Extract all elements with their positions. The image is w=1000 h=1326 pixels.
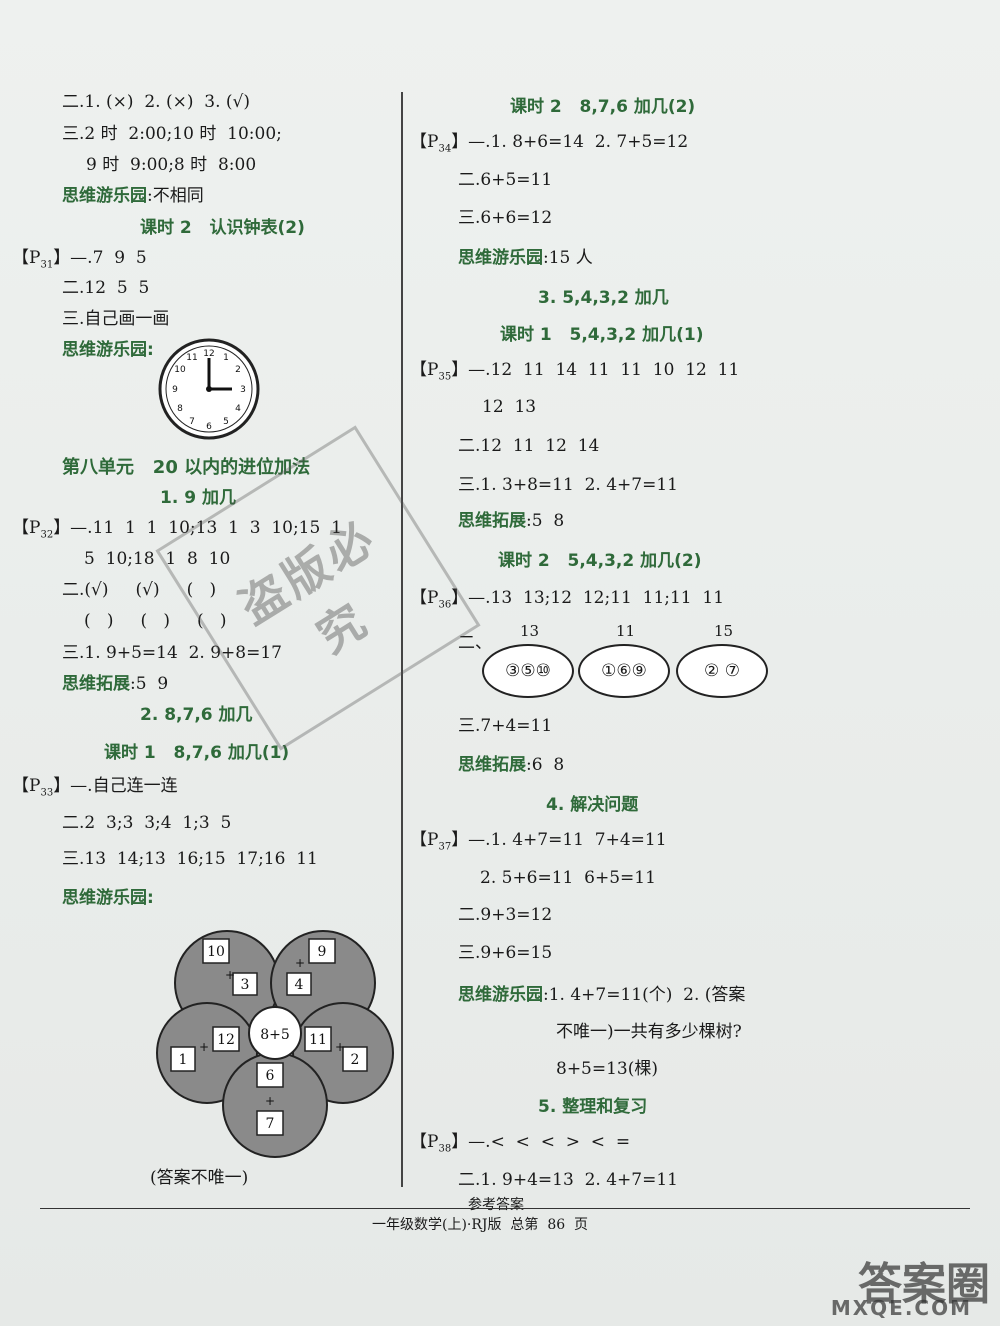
left-line-10: 5 10;18 1 8 10 — [84, 549, 231, 569]
left-p32-line: 【P32】—.11 1 1 10;13 1 3 10;15 1 — [12, 518, 342, 541]
svg-text:8: 8 — [177, 404, 183, 414]
svg-text:9: 9 — [172, 385, 178, 395]
svg-text:10: 10 — [174, 365, 186, 375]
footer-title: 参考答案 — [468, 1197, 524, 1213]
right-line-21: 二.1. 9+4=13 2. 4+7=11 — [458, 1170, 678, 1190]
svg-text:3: 3 — [240, 385, 246, 395]
oval-group-3: ② ⑦ — [676, 644, 768, 698]
section-1-heading: 1. 9 加几 — [160, 488, 236, 508]
oval-group-2: ①⑥⑨ — [578, 644, 670, 698]
svg-text:4: 4 — [235, 404, 241, 414]
left-line-16: 二.2 3;3 3;4 1;3 5 — [62, 813, 232, 833]
left-p33-line: 【P33】—.自己连一连 — [12, 776, 178, 799]
column-divider — [401, 92, 403, 1187]
flower-cell-tr: 9 — [318, 944, 327, 960]
flower-cell-mr: 4 — [295, 977, 304, 993]
left-line-18-label: 思维游乐园: — [62, 888, 154, 908]
right-p36-line: 【P36】—.13 13;12 12;11 11;11 11 — [410, 588, 725, 611]
svg-text:6: 6 — [206, 422, 212, 432]
right-line-4: 思维游乐园:15 人 — [458, 248, 593, 268]
oval-number-3: 15 — [714, 622, 734, 640]
right-p35-line: 【P35】—.12 11 14 11 11 10 12 11 — [410, 360, 740, 383]
right-line-9: 思维拓展:5 8 — [458, 511, 565, 531]
svg-text:7: 7 — [189, 417, 195, 427]
left-lesson-2-heading: 课时 2 认识钟表(2) — [140, 218, 305, 238]
left-line-11: 二.(√) (√) ( ) — [62, 580, 217, 600]
section-4-heading: 4. 解决问题 — [546, 795, 639, 815]
left-line-1: 二.1. (×) 2. (×) 3. (√) — [62, 92, 251, 112]
left-line-8-label: 思维游乐园: — [62, 340, 154, 360]
svg-text:11: 11 — [186, 353, 197, 363]
right-line-17: 思维游乐园:1. 4+7=11(个) 2. (答案 — [458, 985, 746, 1005]
watermark-logo: 答案圈 — [858, 1259, 990, 1310]
flower-cell-ml: 3 — [241, 977, 250, 993]
svg-text:+: + — [199, 1040, 209, 1054]
flower-cell-cl: 12 — [217, 1032, 235, 1048]
footer-subtitle: 一年级数学(上)·RJ版 总第 86 页 — [372, 1217, 589, 1233]
left-line-2: 三.2 时 2:00;10 时 10:00; — [62, 124, 282, 144]
left-line-14: 思维拓展:5 9 — [62, 674, 169, 694]
right-p37-line: 【P37】—.1. 4+7=11 7+4=11 — [410, 830, 667, 853]
right-p38-line: 【P38】—.< < < > < = — [410, 1132, 631, 1155]
right-line-3: 三.6+6=12 — [458, 208, 553, 228]
svg-text:5: 5 — [223, 417, 229, 427]
right-line-2: 二.6+5=11 — [458, 170, 553, 190]
right-line-15: 二.9+3=12 — [458, 905, 553, 925]
flower-diagram: 10 9 3 4 8+5 12 11 1 2 6 7 + + + + + — [156, 930, 394, 1158]
svg-text:+: + — [225, 968, 235, 982]
svg-text:+: + — [295, 956, 305, 970]
left-line-3: 9 时 9:00;8 时 8:00 — [86, 155, 257, 175]
oval-number-1: 13 — [520, 622, 540, 640]
right-line-12: 思维拓展:6 8 — [458, 755, 565, 775]
right-line-14: 2. 5+6=11 6+5=11 — [480, 868, 656, 888]
right-line-6: 12 13 — [482, 397, 537, 417]
svg-text:12: 12 — [203, 349, 214, 359]
right-line-16: 三.9+6=15 — [458, 943, 553, 963]
right-p34-line: 【P34】—.1. 8+6=14 2. 7+5=12 — [410, 132, 689, 155]
flower-note: (答案不唯一) — [150, 1168, 249, 1188]
flower-cell-tl: 10 — [207, 944, 225, 960]
footer-rule — [40, 1208, 970, 1209]
flower-cell-br: 2 — [351, 1052, 360, 1068]
right-line-8: 三.1. 3+8=11 2. 4+7=11 — [458, 475, 678, 495]
svg-text:1: 1 — [223, 353, 229, 363]
svg-text:2: 2 — [235, 365, 241, 375]
right-line-10-prefix: 二、 — [458, 633, 492, 653]
section-5-heading: 5. 整理和复习 — [538, 1097, 648, 1117]
section-3-heading: 3. 5,4,3,2 加几 — [538, 288, 669, 308]
left-line-17: 三.13 14;13 16;15 17;16 11 — [62, 849, 318, 869]
left-lesson-1-heading: 课时 1 8,7,6 加几(1) — [104, 743, 290, 763]
right-line-11: 三.7+4=11 — [458, 716, 553, 736]
flower-cell-cr: 11 — [309, 1032, 327, 1048]
flower-cell-bl: 1 — [179, 1052, 188, 1068]
section-2-heading: 2. 8,7,6 加几 — [140, 705, 253, 725]
oval-number-2: 11 — [616, 622, 636, 640]
right-lesson-2-heading: 课时 2 8,7,6 加几(2) — [510, 97, 696, 117]
unit-8-heading: 第八单元 20 以内的进位加法 — [62, 457, 311, 478]
oval-group-1: ③⑤⑩ — [482, 644, 574, 698]
right-lesson-1-heading: 课时 1 5,4,3,2 加几(1) — [500, 325, 704, 345]
left-line-6: 二.12 5 5 — [62, 278, 150, 298]
flower-cell-bb: 7 — [266, 1116, 275, 1132]
left-line-12: ( ) ( ) ( ) — [84, 611, 227, 631]
right-line-19: 8+5=13(棵) — [556, 1059, 659, 1079]
svg-text:+: + — [265, 1094, 275, 1108]
svg-text:+: + — [335, 1040, 345, 1054]
left-line-7: 三.自己画一画 — [62, 309, 170, 329]
watermark-url: MXQE.COM — [830, 1296, 972, 1320]
flower-cell-bc: 6 — [266, 1068, 275, 1084]
left-line-4: 思维游乐园:不相同 — [62, 186, 204, 206]
left-p31-line: 【P31】—.7 9 5 — [12, 248, 147, 271]
right-line-7: 二.12 11 12 14 — [458, 436, 600, 456]
left-line-13: 三.1. 9+5=14 2. 9+8=17 — [62, 643, 282, 663]
right-lesson-2b-heading: 课时 2 5,4,3,2 加几(2) — [498, 551, 702, 571]
flower-center: 8+5 — [260, 1027, 290, 1043]
right-line-18: 不唯一)一共有多少棵树? — [556, 1022, 742, 1042]
